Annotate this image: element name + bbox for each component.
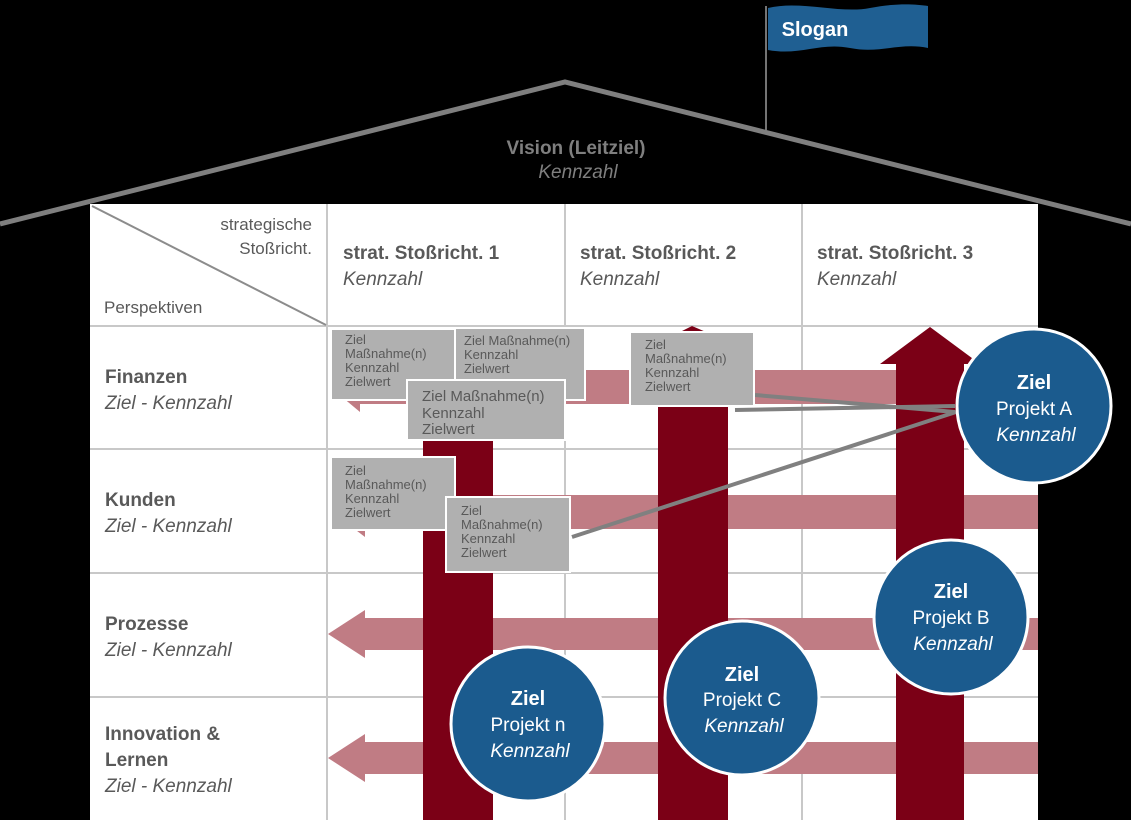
note-box-5-bg <box>330 456 456 531</box>
note-box-1-line2: Maßnahme(n) <box>345 346 427 361</box>
note-box-4-line3: Zielwert <box>422 421 475 438</box>
note-box-4-line2: Kennzahl <box>422 405 485 422</box>
circle-projekt-c: Ziel Projekt C Kennzahl <box>663 619 821 777</box>
roof-subtitle: Kennzahl <box>538 162 618 183</box>
circle-projekt-a-shape <box>955 327 1113 485</box>
row-kunden-subtitle: Ziel - Kennzahl <box>104 516 233 537</box>
row-prozesse-title: Prozesse <box>105 614 188 635</box>
corner-top-line2: Stoßricht. <box>239 239 312 258</box>
column-2-subtitle: Kennzahl <box>580 269 660 290</box>
circle-projekt-c-shape <box>663 619 821 777</box>
note-box-3-line3: Kennzahl <box>645 365 699 380</box>
flag-banner <box>768 4 928 52</box>
note-box-4: Ziel Maßnahme(n) Kennzahl Zielwert <box>406 379 566 441</box>
circle-projekt-n-line2: Projekt n <box>491 715 566 736</box>
note-box-6-line3: Kennzahl <box>461 531 515 546</box>
note-box-3-bg <box>629 331 755 407</box>
corner-diagonal <box>91 205 327 326</box>
note-box-6-line4: Zielwert <box>461 545 507 560</box>
column-1-title: strat. Stoßricht. 1 <box>343 243 500 264</box>
circle-projekt-b-line2: Projekt B <box>912 608 989 629</box>
note-box-5-line3: Kennzahl <box>345 491 399 506</box>
note-box-5-line1: Ziel <box>345 463 366 478</box>
note-box-6-bg <box>445 496 571 573</box>
note-box-5: Ziel Maßnahme(n) Kennzahl Zielwert <box>330 456 456 531</box>
row-prozesse-subtitle: Ziel - Kennzahl <box>104 640 233 661</box>
project-circles: Ziel Projekt A Kennzahl Ziel Projekt B K… <box>449 327 1113 803</box>
row-innovation-title-line2: Lernen <box>105 750 168 771</box>
circle-projekt-b-shape <box>872 538 1030 696</box>
note-box-3: Ziel Maßnahme(n) Kennzahl Zielwert <box>629 331 755 407</box>
column-2-title: strat. Stoßricht. 2 <box>580 243 736 264</box>
connector-line-1 <box>734 404 956 412</box>
row-kunden-title: Kunden <box>105 490 176 511</box>
flag-label: Slogan <box>782 19 849 41</box>
connector-line-2 <box>754 393 956 414</box>
circle-projekt-c-line3: Kennzahl <box>704 716 784 737</box>
circle-projekt-a: Ziel Projekt A Kennzahl <box>955 327 1113 485</box>
row-headers: Finanzen Ziel - Kennzahl Kunden Ziel - K… <box>104 367 233 797</box>
circle-projekt-a-title: Ziel <box>1017 372 1051 394</box>
corner-top-line1: strategische <box>220 215 312 234</box>
note-box-3-line2: Maßnahme(n) <box>645 351 727 366</box>
column-1-subtitle: Kennzahl <box>343 269 423 290</box>
circle-projekt-a-line2: Projekt A <box>996 399 1072 420</box>
note-box-5-line2: Maßnahme(n) <box>345 477 427 492</box>
slogan-flag: Slogan <box>765 4 928 130</box>
circle-projekt-b-title: Ziel <box>934 581 968 603</box>
circle-projekt-n-shape <box>449 645 607 803</box>
column-3-title: strat. Stoßricht. 3 <box>817 243 973 264</box>
row-finanzen-subtitle: Ziel - Kennzahl <box>104 393 233 414</box>
note-box-2-line3: Zielwert <box>464 361 510 376</box>
note-box-4-line1: Ziel Maßnahme(n) <box>422 388 545 405</box>
roof-line <box>0 79 1131 227</box>
circle-projekt-b: Ziel Projekt B Kennzahl <box>872 538 1030 696</box>
note-box-4-bg <box>406 379 566 441</box>
circle-projekt-n-title: Ziel <box>511 688 545 710</box>
note-box-5-line4: Zielwert <box>345 505 391 520</box>
row-finanzen-title: Finanzen <box>105 367 187 388</box>
connector-lines <box>571 393 957 539</box>
note-box-3-line1: Ziel <box>645 337 666 352</box>
note-box-1-line1: Ziel <box>345 332 366 347</box>
circle-projekt-n-line3: Kennzahl <box>490 741 570 762</box>
roof: Vision (Leitziel) Kennzahl <box>0 79 1131 227</box>
note-box-6: Ziel Maßnahme(n) Kennzahl Zielwert <box>445 496 571 573</box>
corner-bottom: Perspektiven <box>104 298 202 317</box>
note-box-6-line2: Maßnahme(n) <box>461 517 543 532</box>
note-box-2-line2: Kennzahl <box>464 347 518 362</box>
circle-projekt-c-title: Ziel <box>725 664 759 686</box>
note-box-1-line3: Kennzahl <box>345 360 399 375</box>
column-headers: strat. Stoßricht. 1 Kennzahl strat. Stoß… <box>343 243 973 290</box>
row-innovation-title-line1: Innovation & <box>105 724 220 745</box>
connector-line-3 <box>571 410 957 539</box>
note-box-6-line1: Ziel <box>461 503 482 518</box>
note-box-1-line4: Zielwert <box>345 374 391 389</box>
roof-title: Vision (Leitziel) <box>506 138 645 159</box>
note-boxes: Ziel Maßnahme(n) Kennzahl Zielwert Ziel … <box>330 327 755 573</box>
circle-projekt-c-line2: Projekt C <box>703 690 781 711</box>
note-box-2-line1: Ziel Maßnahme(n) <box>464 333 570 348</box>
circle-projekt-b-line3: Kennzahl <box>913 634 993 655</box>
column-3-subtitle: Kennzahl <box>817 269 897 290</box>
circle-projekt-a-line3: Kennzahl <box>996 425 1076 446</box>
circle-projekt-n: Ziel Projekt n Kennzahl <box>449 645 607 803</box>
note-box-3-line4: Zielwert <box>645 379 691 394</box>
row-innovation-subtitle: Ziel - Kennzahl <box>104 776 233 797</box>
